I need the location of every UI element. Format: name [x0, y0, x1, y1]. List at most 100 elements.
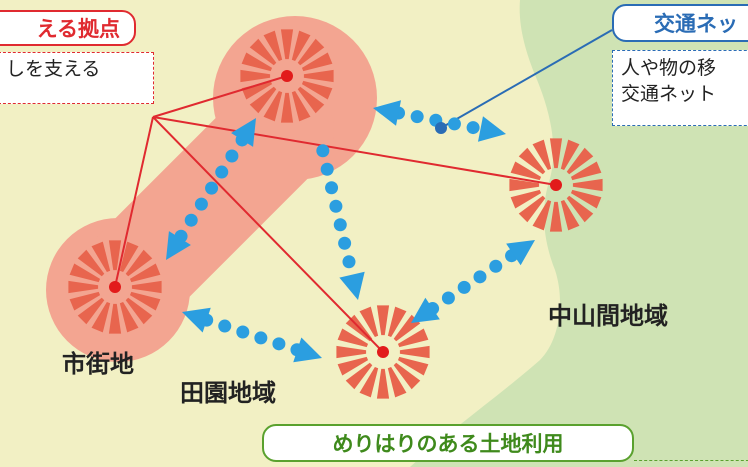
hub-petal [241, 52, 273, 72]
dotted-arrow-north-mountain [373, 100, 506, 142]
hub-petal [570, 161, 602, 181]
hub-petal [393, 362, 421, 390]
arrow-head [293, 337, 322, 363]
dot [338, 236, 352, 250]
hub-petal [129, 263, 161, 283]
dot [489, 259, 503, 273]
hub-petal [241, 80, 273, 100]
dot [329, 199, 343, 213]
hub-petal [387, 366, 407, 398]
dot [236, 325, 250, 339]
landuse-title-pill: めりはりのある土地利用 [262, 424, 634, 462]
arrow-head [182, 307, 211, 333]
hub-urban-burst-icon [68, 240, 162, 334]
hub-petal [532, 199, 552, 231]
arrow-head [339, 271, 365, 300]
dot [410, 110, 424, 124]
dot [333, 218, 347, 232]
hub-petal [518, 195, 546, 223]
hub-rural-point-icon [377, 346, 389, 358]
hub-petal [397, 356, 429, 376]
hub-petal [549, 201, 563, 232]
dot [342, 255, 356, 269]
network-pointer-line [440, 29, 613, 129]
hub-petal [77, 297, 105, 325]
arrow-head [477, 116, 506, 142]
arrow-head [231, 118, 256, 147]
hub-petal [572, 178, 603, 192]
hub-petal [249, 86, 277, 114]
hub-petal [510, 161, 542, 181]
dot [225, 149, 239, 163]
dot [325, 181, 339, 195]
connector-line [152, 116, 384, 353]
hub-petal [263, 90, 283, 122]
dot [218, 319, 232, 333]
hub-petal [566, 195, 594, 223]
dot [473, 270, 487, 284]
hub-petal [249, 38, 277, 66]
hub-petal [337, 328, 369, 348]
network-note: 人や物の移 交通ネット [612, 50, 748, 126]
hub-petal [69, 263, 101, 283]
hub-north-point-icon [281, 70, 293, 82]
hub-petal [297, 38, 325, 66]
hub-petal [125, 249, 153, 277]
dot [441, 291, 455, 305]
base-note-text: しを支える [6, 58, 101, 80]
hub-petal [108, 303, 122, 334]
hub-petal [566, 147, 594, 175]
connector-line [152, 75, 288, 118]
hub-petal [345, 362, 373, 390]
hub-petal [131, 280, 162, 294]
dot [194, 197, 208, 211]
dot [254, 331, 268, 345]
hub-petal [263, 30, 283, 62]
hub-petal [68, 280, 99, 294]
base-note: しを支える [0, 52, 154, 104]
network-title-pill: 交通ネッ [612, 4, 748, 42]
hub-petal [91, 241, 111, 273]
hub-petal [560, 139, 580, 171]
connector-line [114, 116, 154, 288]
dot [457, 280, 471, 294]
network-note-line2: 交通ネット [621, 83, 717, 105]
arrow-head [166, 231, 191, 260]
mountain-label: 中山間地域 [548, 302, 668, 330]
dot [316, 144, 330, 158]
dotted-arrow-north-urban [166, 118, 256, 260]
hub-petal [399, 345, 430, 359]
hub-petal [69, 291, 101, 311]
hub-petal [129, 291, 161, 311]
arrow-head [373, 100, 402, 126]
dot [272, 337, 286, 351]
hub-petal [510, 189, 542, 209]
network-point-icon [435, 122, 447, 134]
arrow-head [506, 240, 535, 266]
hub-petal [397, 328, 429, 348]
hub-petal [119, 301, 139, 333]
hub-petal [570, 189, 602, 209]
hub-petal [549, 138, 563, 169]
hub-petal [77, 249, 105, 277]
dot [215, 165, 229, 179]
hub-petal [240, 69, 271, 83]
dot [184, 213, 198, 227]
hub-north-burst-icon [240, 29, 334, 123]
base-title-pill: える拠点 [0, 10, 136, 46]
hub-petal [91, 301, 111, 333]
urban-label: 市街地 [62, 350, 134, 378]
hub-mountain-point-icon [550, 179, 562, 191]
hub-petal [376, 305, 390, 336]
rural-label: 田園地域 [180, 379, 276, 407]
dot [205, 181, 219, 195]
hub-petal [291, 30, 311, 62]
arrow-head [411, 297, 440, 323]
dotted-arrow-rural-mountain [411, 240, 535, 323]
hub-petal [359, 366, 379, 398]
network-title: 交通ネッ [654, 12, 738, 36]
hub-petal [337, 356, 369, 376]
hub-petal [125, 297, 153, 325]
hub-petal [532, 139, 552, 171]
